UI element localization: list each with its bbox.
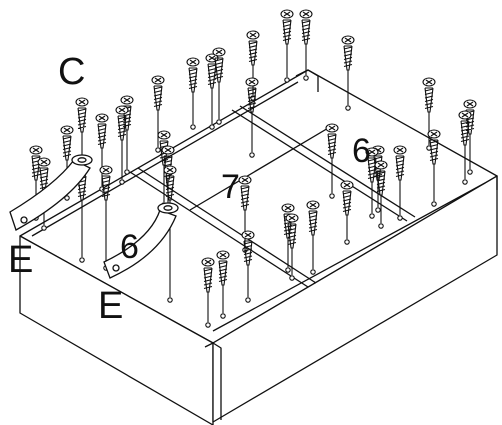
screw-hole xyxy=(167,297,173,303)
screw-hole xyxy=(249,152,255,158)
screw-icon xyxy=(151,75,165,153)
strap-e-bottom xyxy=(103,202,179,279)
screw-hole xyxy=(289,275,295,281)
screw-icon xyxy=(212,47,226,125)
screw-icon xyxy=(341,35,355,111)
screw-icon xyxy=(280,9,294,83)
screw-hole xyxy=(310,269,316,275)
screw-hole xyxy=(216,119,222,125)
screw-hole xyxy=(119,179,125,185)
screw-icon xyxy=(374,160,388,229)
screw-icon xyxy=(458,110,472,185)
box-right-rim xyxy=(484,175,498,190)
screw-icon xyxy=(201,257,215,328)
screw-icon xyxy=(186,57,200,130)
screw-icon xyxy=(75,97,89,163)
screw-icon xyxy=(427,129,441,207)
label-seven: 7 xyxy=(221,168,240,206)
screw-hole xyxy=(245,297,251,303)
strap-hole-icon xyxy=(112,264,120,272)
screw-hole xyxy=(397,215,403,221)
screw-hole xyxy=(285,267,291,273)
label-six-left: 6 xyxy=(120,228,139,266)
screw-hole xyxy=(64,195,70,201)
drawer-box xyxy=(19,69,498,425)
screw-icon xyxy=(245,77,259,158)
box-inner-edge-front xyxy=(212,182,486,332)
screw-icon xyxy=(60,125,74,201)
screw-icon xyxy=(241,230,255,303)
screw-hole xyxy=(284,77,290,83)
screw-hole xyxy=(79,257,85,263)
screw-hole xyxy=(344,239,350,245)
screw-hole xyxy=(375,207,381,213)
screw-hole xyxy=(190,124,196,130)
screw-hole xyxy=(303,75,309,81)
screw-group xyxy=(29,9,477,328)
screw-hole xyxy=(378,223,384,229)
screw-hole xyxy=(205,322,211,328)
screw-icon xyxy=(393,145,407,221)
screw-hole xyxy=(41,225,47,231)
screw-hole xyxy=(462,179,468,185)
label-six-right: 6 xyxy=(352,132,371,170)
screw-icon xyxy=(99,165,113,271)
box-front-left xyxy=(19,235,214,425)
screw-hole xyxy=(124,169,130,175)
screw-icon xyxy=(299,9,313,81)
screw-hole xyxy=(467,169,473,175)
screw-hole xyxy=(345,105,351,111)
screw-hole xyxy=(369,213,375,219)
divider-panel-a xyxy=(129,171,309,288)
box-front-right xyxy=(212,175,498,423)
screw-icon xyxy=(306,200,320,275)
screw-hole xyxy=(329,193,335,199)
label-e-bottom: E xyxy=(98,285,123,327)
divider-panel-b2 xyxy=(239,105,416,218)
label-e-left: E xyxy=(8,239,33,281)
screw-hole xyxy=(220,313,226,319)
box-corner-rim xyxy=(204,342,222,420)
screw-icon xyxy=(285,213,299,281)
screw-icon xyxy=(325,123,339,199)
screw-icon xyxy=(120,95,134,175)
screw-icon xyxy=(463,99,477,175)
screw-hole xyxy=(431,201,437,207)
screw-hole xyxy=(155,147,161,153)
label-c: C xyxy=(58,51,85,93)
divider-panel-c xyxy=(189,126,331,211)
screw-icon xyxy=(340,180,354,245)
screw-icon xyxy=(365,147,379,219)
strap-hole-icon xyxy=(20,216,28,224)
screw-icon xyxy=(163,165,177,303)
screw-icon xyxy=(216,250,230,319)
box-back-rim xyxy=(295,69,319,92)
screw-icon xyxy=(115,105,129,185)
strap-e-left xyxy=(9,154,93,231)
screw-hole xyxy=(209,124,215,130)
